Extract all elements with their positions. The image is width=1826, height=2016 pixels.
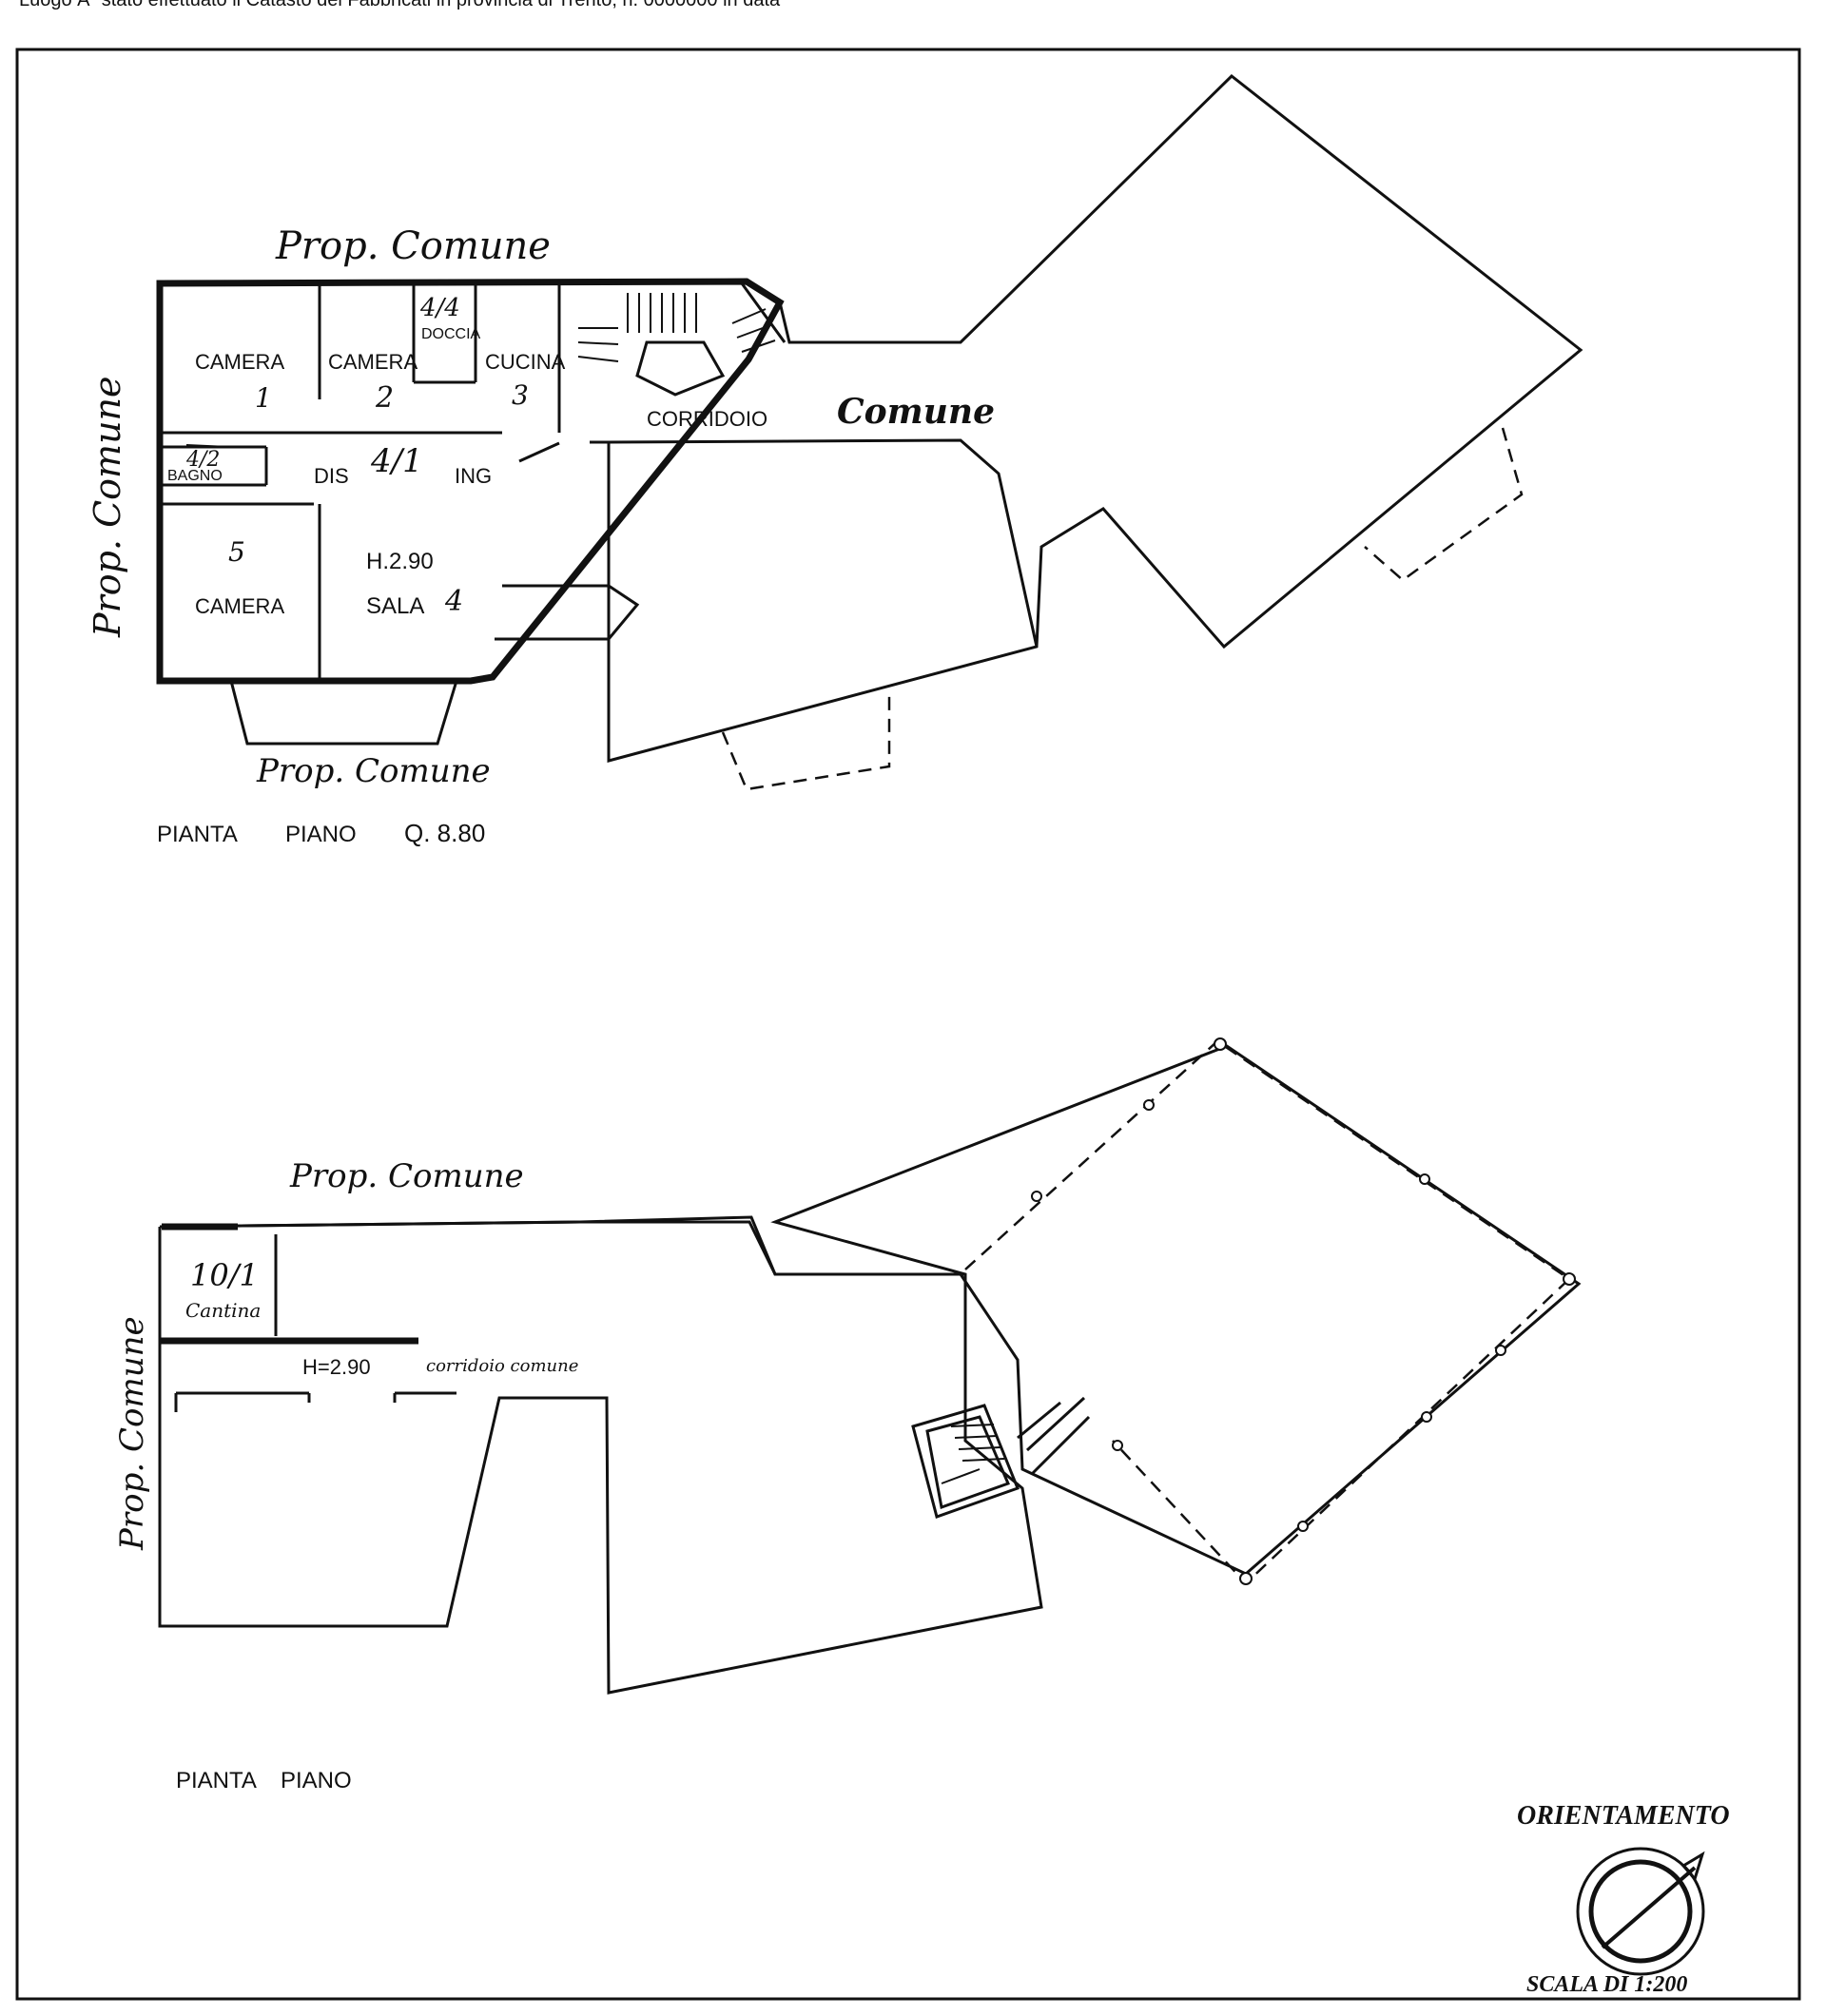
lower-corridor-walls	[160, 1223, 456, 1412]
camera5-name: CAMERA	[195, 594, 284, 618]
upper-plan-title-c: Q. 8.80	[404, 819, 485, 847]
apartment-outline	[156, 278, 785, 685]
upper-plan: Prop. Comune Prop. Comune Prop. Comune C…	[87, 74, 1583, 847]
sala-num: 4	[444, 585, 463, 618]
diamond-posts	[1031, 1037, 1576, 1585]
sheet-border	[15, 48, 1801, 2001]
corridor-hand: Comune	[837, 392, 995, 432]
cucina-num: 3	[512, 379, 529, 411]
lower-left-label: Prop. Comune	[113, 1316, 151, 1551]
lower-plan-title-b: PIANO	[281, 1768, 352, 1793]
cantina-num: 10/1	[190, 1257, 259, 1293]
orientation-block: ORIENTAMENTO SCALA DI 1:200	[1517, 1801, 1730, 1997]
dashed-annex-right	[1364, 427, 1524, 582]
upper-top-label: Prop. Comune	[275, 224, 551, 268]
cantina-name: Cantina	[185, 1299, 261, 1322]
camera5-num: 5	[228, 536, 245, 568]
camera2-num: 2	[375, 381, 394, 415]
dis-name: DIS	[314, 464, 349, 488]
interior-walls	[160, 283, 561, 681]
ing-name: ING	[455, 464, 492, 488]
camera1-num: 1	[255, 382, 272, 414]
header-line: Luogo Ã¨ stato effettuato il Catasto dei…	[19, 0, 781, 10]
compass-icon	[1576, 1847, 1705, 1976]
camera1-name: CAMERA	[195, 350, 284, 374]
lower-plan: Prop. Comune Prop. Comune 10/1 Cantina H…	[113, 1037, 1582, 1793]
lower-top-edge	[159, 1215, 965, 1276]
camera2-name: CAMERA	[328, 350, 418, 374]
doccia-num: 4/4	[419, 294, 460, 322]
upper-left-label: Prop. Comune	[87, 376, 128, 638]
sala-height: H.2.90	[366, 549, 434, 574]
passage	[495, 584, 640, 641]
sala-name: SALA	[366, 593, 424, 619]
orientation-title: ORIENTAMENTO	[1517, 1801, 1730, 1831]
lower-plan-title-a: PIANTA	[176, 1768, 257, 1793]
common-corridor-block	[607, 74, 1583, 763]
upper-plan-title-b: PIANO	[285, 822, 357, 847]
dashed-annex-bottom	[721, 689, 891, 791]
staircase-lower	[911, 1396, 1091, 1519]
lower-outline	[158, 1044, 1582, 1695]
bagno-name: BAGNO	[167, 468, 223, 484]
doccia-name: DOCCIA	[421, 326, 481, 342]
corridor-label: CORRIDOIO	[647, 407, 767, 431]
lower-height-label: H=2.90	[302, 1355, 371, 1379]
upper-bottom-label: Prop. Comune	[256, 752, 491, 790]
lower-corridor-label: corridoio comune	[426, 1356, 578, 1376]
upper-plan-title-a: PIANTA	[157, 822, 238, 847]
staircase-upper	[577, 281, 787, 397]
balcony	[229, 680, 458, 746]
bagno-num: 4/2	[185, 448, 220, 472]
lower-top-label: Prop. Comune	[289, 1157, 524, 1195]
dashed-diamond	[964, 1039, 1571, 1585]
dis-num: 4/1	[370, 442, 423, 480]
scale-label: SCALA DI 1:200	[1526, 1972, 1687, 1997]
cucina-name: CUCINA	[485, 350, 566, 374]
